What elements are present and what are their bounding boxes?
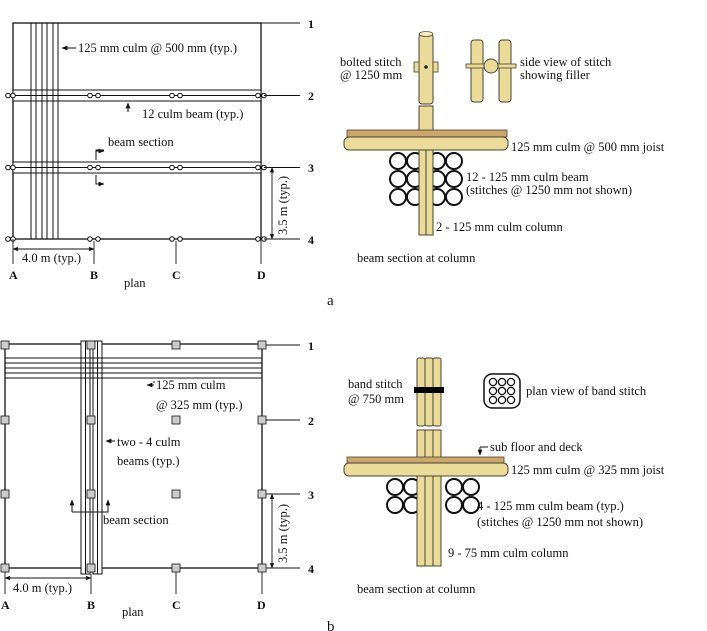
section-a-caption: beam section at column: [357, 251, 476, 265]
plan-b-joist-callout-2: @ 325 mm (typ.): [156, 398, 243, 412]
grid-col-a-b: A: [1, 598, 10, 612]
section-a-beam-label-2: (stitches @ 1250 mm not shown): [466, 183, 632, 197]
grid-col-d: D: [257, 268, 266, 282]
grid-col-c: C: [172, 268, 181, 282]
plan-a-beams: [12, 89, 262, 174]
grid-col-c-b: C: [172, 598, 181, 612]
grid-col-a: A: [9, 268, 18, 282]
section-b-joist-label: 125 mm culm @ 325 mm joist: [511, 463, 665, 477]
grid-row-2-b: 2: [308, 414, 314, 428]
plan-b-columns: [0, 340, 267, 573]
plan-b-beam-callout-2: beams (typ.): [117, 454, 179, 468]
plan-b-dim-y: 3.5 m (typ.): [276, 504, 290, 563]
section-a-joist-label: 125 mm culm @ 500 mm joist: [511, 140, 665, 154]
plan-a-col-gridlines: [12, 239, 262, 264]
section-a-joist: [343, 136, 509, 151]
plan-b-beam-callout-1: two - 4 culm: [117, 435, 181, 449]
band-stitch-label-1: band stitch: [348, 377, 403, 391]
section-b-lower-columns: [416, 475, 442, 567]
section-b-column-label: 9 - 75 mm culm column: [448, 546, 569, 560]
plan-a-caption: plan: [124, 276, 146, 290]
panel-a-label: a: [327, 293, 334, 309]
grid-row-2: 2: [308, 89, 314, 103]
plan-b-joists: [5, 357, 262, 379]
section-b-caption: beam section at column: [357, 582, 476, 596]
subfloor-label: sub floor and deck: [490, 440, 583, 454]
plan-a-joists: [30, 23, 59, 239]
grid-row-4-b: 4: [308, 562, 314, 576]
grid-row-1: 1: [308, 17, 314, 31]
grid-row-3: 3: [308, 161, 314, 175]
bolted-stitch-label-1: bolted stitch: [340, 55, 402, 69]
grid-col-d-b: D: [257, 598, 266, 612]
section-b-beam-label-2: (stitches @ 1250 mm not shown): [477, 515, 643, 529]
section-b-deck: [346, 456, 505, 464]
bolted-stitch-detail: [413, 31, 439, 105]
band-stitch-plan-label: plan view of band stitch: [526, 384, 647, 398]
side-view-label-2: showing filler: [520, 68, 591, 82]
panel-b-plan: 1 2 3 4 A B C D 125 mm culm @ 325 mm (ty…: [0, 339, 314, 619]
plan-b-joist-callout-1: 125 mm culm: [156, 378, 226, 392]
panel-b-label: b: [327, 619, 335, 631]
plan-b-joists-over: [81, 357, 102, 379]
section-b-joist: [343, 462, 509, 477]
bolted-stitch-label-2: @ 1250 mm: [340, 68, 402, 82]
plan-b-dim-x: 4.0 m (typ.): [13, 581, 72, 595]
section-a-column-label: 2 - 125 mm culm column: [436, 220, 563, 234]
section-a-lower-column-2: [425, 149, 434, 236]
plan-a-columns: [5, 92, 267, 242]
section-a-deck: [346, 129, 508, 138]
section-b-upper-columns: [416, 429, 442, 461]
plan-b-caption: plan: [122, 605, 144, 619]
grid-col-b: B: [90, 268, 98, 282]
plan-a-beam-callout: 12 culm beam (typ.): [142, 107, 243, 121]
plan-a-dim-x: 4.0 m (typ.): [22, 251, 81, 265]
grid-col-b-b: B: [87, 598, 95, 612]
side-view-stitch-detail: [465, 39, 517, 103]
section-b-beam-label-1: 4 - 125 mm culm beam (typ.): [477, 499, 624, 513]
grid-row-3-b: 3: [308, 488, 314, 502]
plan-b-frame: [4, 343, 263, 569]
section-a-beam-label-1: 12 - 125 mm culm beam: [466, 170, 589, 184]
plan-a-section-callout: beam section: [108, 135, 174, 149]
plan-b-beams: [80, 340, 103, 575]
panel-b-section: band stitch @ 750 mm plan view of band s…: [343, 357, 665, 596]
plan-b-section-callout: beam section: [103, 513, 169, 527]
plan-a-dim-y: 3.5 m (typ.): [276, 176, 290, 235]
panel-a-plan: 1 2 3 4 A B C D 125 mm culm @ 500 mm (ty…: [5, 17, 314, 290]
band-stitch-plan-icon: [483, 373, 521, 409]
grid-row-1-b: 1: [308, 339, 314, 353]
section-a-lower-column-1: [418, 149, 427, 236]
side-view-label-1: side view of stitch: [520, 55, 612, 69]
panel-a-section: bolted stitch @ 1250 mm side view of sti…: [340, 31, 665, 265]
band-stitch-label-2: @ 750 mm: [348, 392, 404, 406]
band-stitch-detail: [414, 357, 444, 427]
plan-a-frame: [12, 22, 262, 240]
plan-a-joist-callout: 125 mm culm @ 500 mm (typ.): [78, 41, 237, 55]
grid-row-4: 4: [308, 233, 314, 247]
